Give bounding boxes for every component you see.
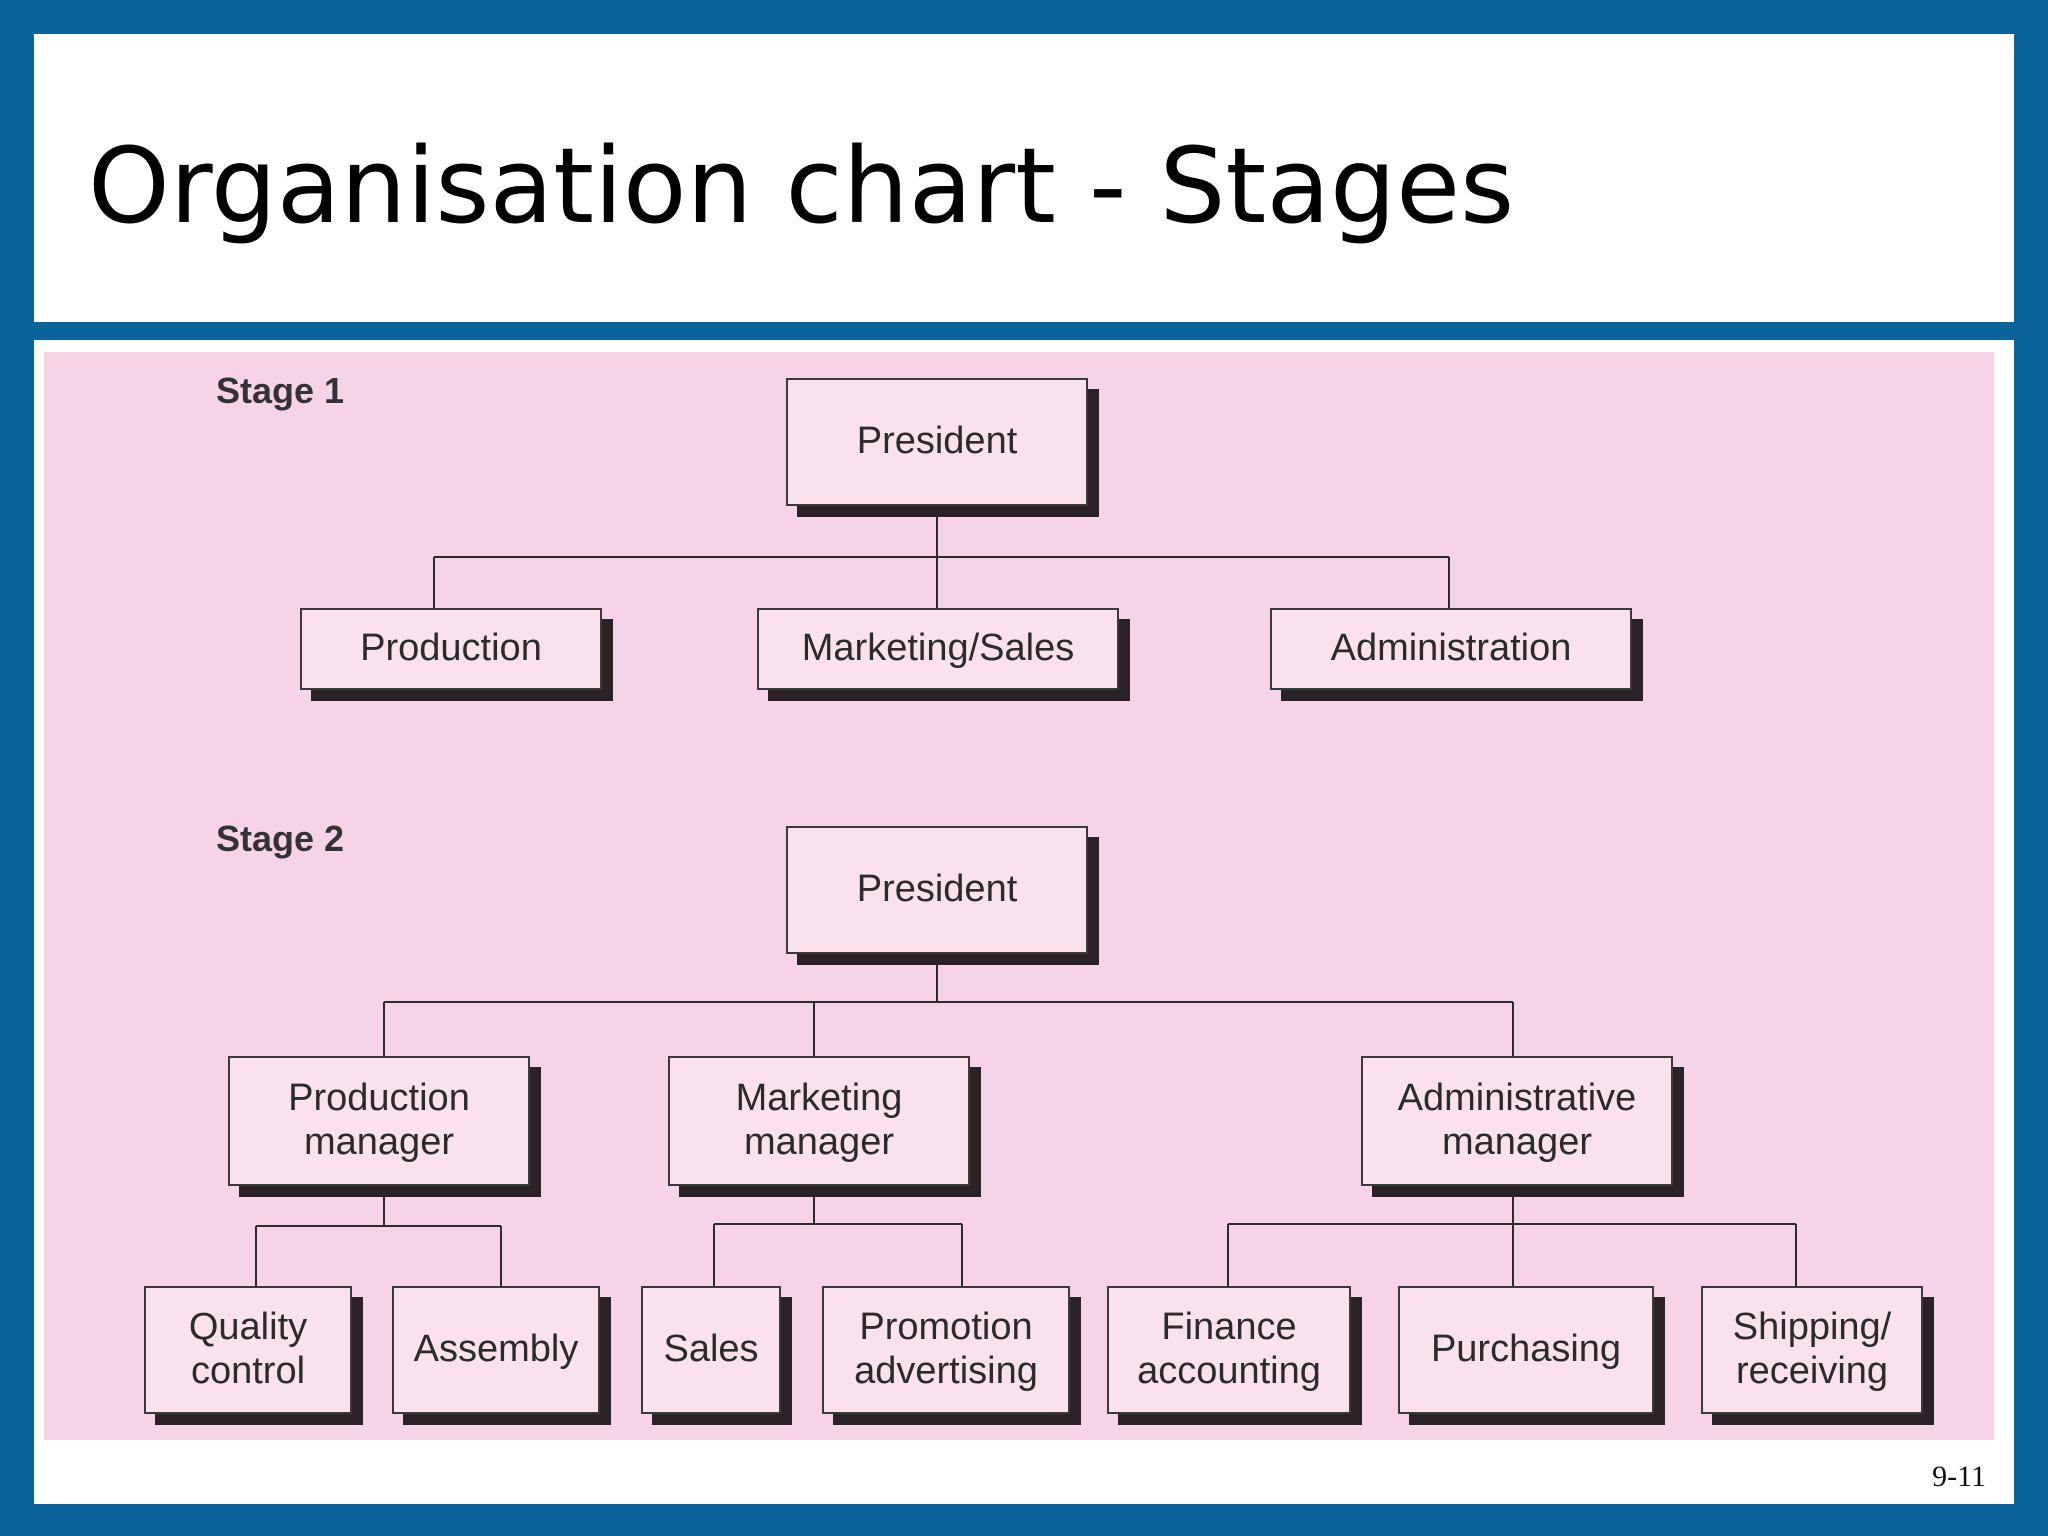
stage-2-label: Stage 2 [216,818,345,859]
stage1-administration-box: Administration [1270,608,1632,690]
stage-1-label: Stage 1 [216,370,345,411]
stage1-production-box: Production [300,608,602,690]
administrative-manager-box: Administrative manager [1361,1056,1673,1186]
content-panel: Stage 1 President Production Marketing/S… [34,340,2014,1504]
page-number: 9-11 [1932,1460,1986,1493]
stage1-president-box: President [786,378,1088,506]
promotion-advertising-box: Promotion advertising [822,1286,1070,1414]
quality-control-box: Quality control [144,1286,352,1414]
stage2-president-box: President [786,826,1088,954]
production-manager-box: Production manager [228,1056,530,1186]
marketing-manager-box: Marketing manager [668,1056,970,1186]
slide-title: Organisation chart - Stages [88,125,1515,247]
sales-box: Sales [641,1286,781,1414]
finance-accounting-box: Finance accounting [1107,1286,1351,1414]
assembly-box: Assembly [392,1286,600,1414]
title-panel: Organisation chart - Stages [34,34,2014,322]
purchasing-box: Purchasing [1398,1286,1654,1414]
org-chart: Stage 1 President Production Marketing/S… [44,352,1994,1440]
stage1-marketing-sales-box: Marketing/Sales [757,608,1119,690]
connector-lines [255,490,1797,1286]
shipping-receiving-box: Shipping/ receiving [1701,1286,1923,1414]
